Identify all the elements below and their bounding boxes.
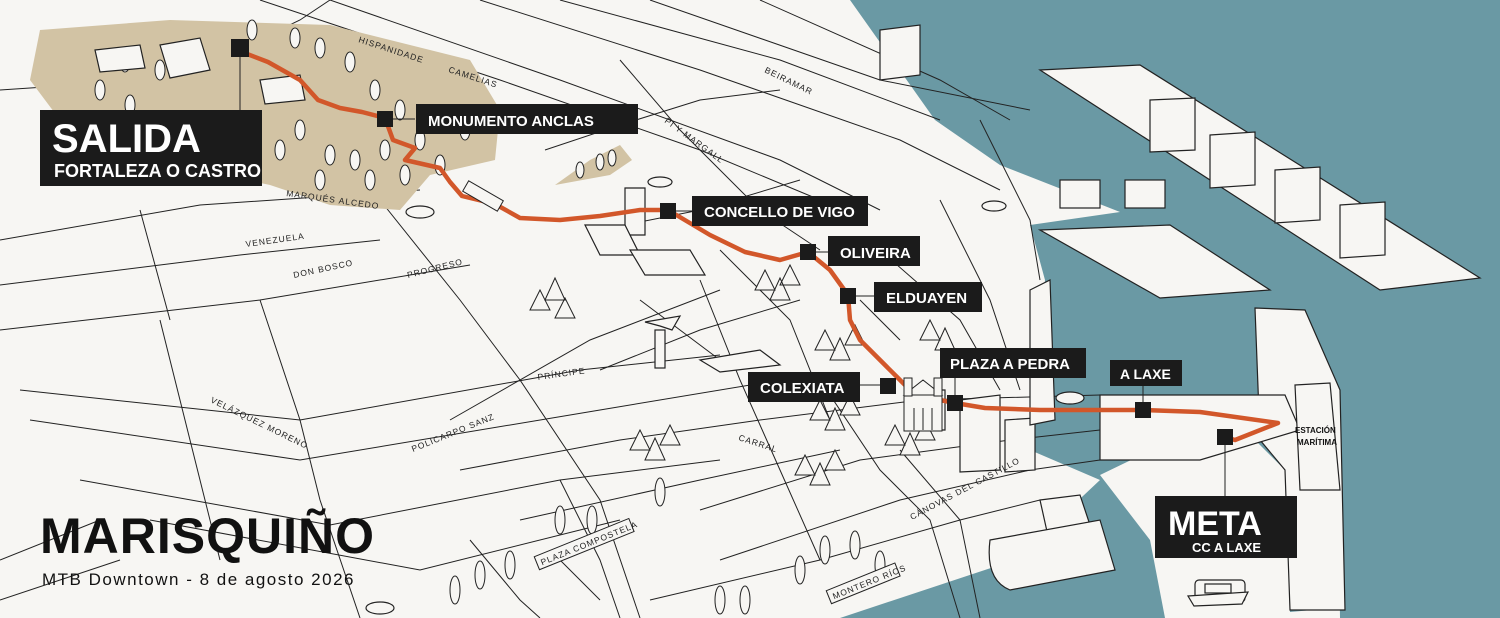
checkpoint-concello-de-vigo[interactable]: CONCELLO DE VIGO — [660, 196, 868, 226]
checkpoint-label: OLIVEIRA — [840, 245, 911, 262]
start-marker[interactable]: SALIDA FORTALEZA O CASTRO — [40, 39, 262, 186]
race-route — [241, 49, 1281, 443]
station-label-line2: MARÍTIMA — [1297, 438, 1337, 447]
sculptures — [365, 176, 1085, 615]
checkpoint-plaza-a-pedra[interactable]: PLAZA A PEDRA — [940, 348, 1086, 411]
checkpoint-colexiata[interactable]: COLEXIATA — [748, 372, 896, 402]
checkpoint-a-laxe[interactable]: A LAXE — [1110, 360, 1182, 418]
start-title: SALIDA — [52, 117, 201, 161]
street-montero-rios: MONTERO RÍOS — [831, 563, 908, 602]
colexiata-church-icon — [902, 377, 944, 432]
checkpoint-label: MONUMENTO ANCLAS — [428, 113, 594, 130]
finish-marker[interactable]: META CC A LAXE — [1155, 429, 1297, 558]
stairs — [461, 180, 505, 212]
street-don-bosco: DON BOSCO — [292, 258, 354, 280]
street-network — [0, 0, 1101, 618]
checkpoint-elduayen[interactable]: ELDUAYEN — [840, 282, 982, 312]
brand-logo: MARISQUIÑO MTB Downtown - 8 de agosto 20… — [40, 508, 375, 589]
street-venezuela: VENEZUELA — [245, 231, 305, 249]
checkpoint-monumento-anclas[interactable]: MONUMENTO ANCLAS — [377, 104, 638, 134]
street-progreso: PROGRESO — [406, 256, 464, 280]
brand-event: MTB Downtown - 8 de agosto 2026 — [42, 570, 355, 589]
finish-subtitle: CC A LAXE — [1192, 540, 1261, 555]
street-principe: PRÍNCIPE — [537, 365, 586, 382]
checkpoint-label: A LAXE — [1120, 366, 1171, 382]
start-subtitle: FORTALEZA O CASTRO — [54, 161, 261, 181]
route-line — [241, 49, 1281, 443]
sea — [840, 0, 1500, 618]
checkpoint-label: COLEXIATA — [760, 380, 845, 397]
station-label-line1: ESTACIÓN — [1295, 426, 1336, 435]
checkpoint-label: ELDUAYEN — [886, 290, 967, 307]
street-carral: CARRAL — [737, 432, 779, 454]
checkpoint-label: PLAZA A PEDRA — [950, 356, 1070, 373]
brand-name: MARISQUIÑO — [40, 508, 375, 564]
montero-rios-sign: MONTERO RÍOS — [825, 562, 908, 605]
finish-title: META — [1168, 505, 1262, 543]
boat-icon — [1186, 583, 1250, 607]
estacion-maritima-label: ESTACIÓN MARÍTIMA — [1295, 426, 1337, 447]
checkpoint-label: CONCELLO DE VIGO — [704, 204, 855, 221]
checkpoint-oliveira[interactable]: OLIVEIRA — [800, 236, 920, 266]
